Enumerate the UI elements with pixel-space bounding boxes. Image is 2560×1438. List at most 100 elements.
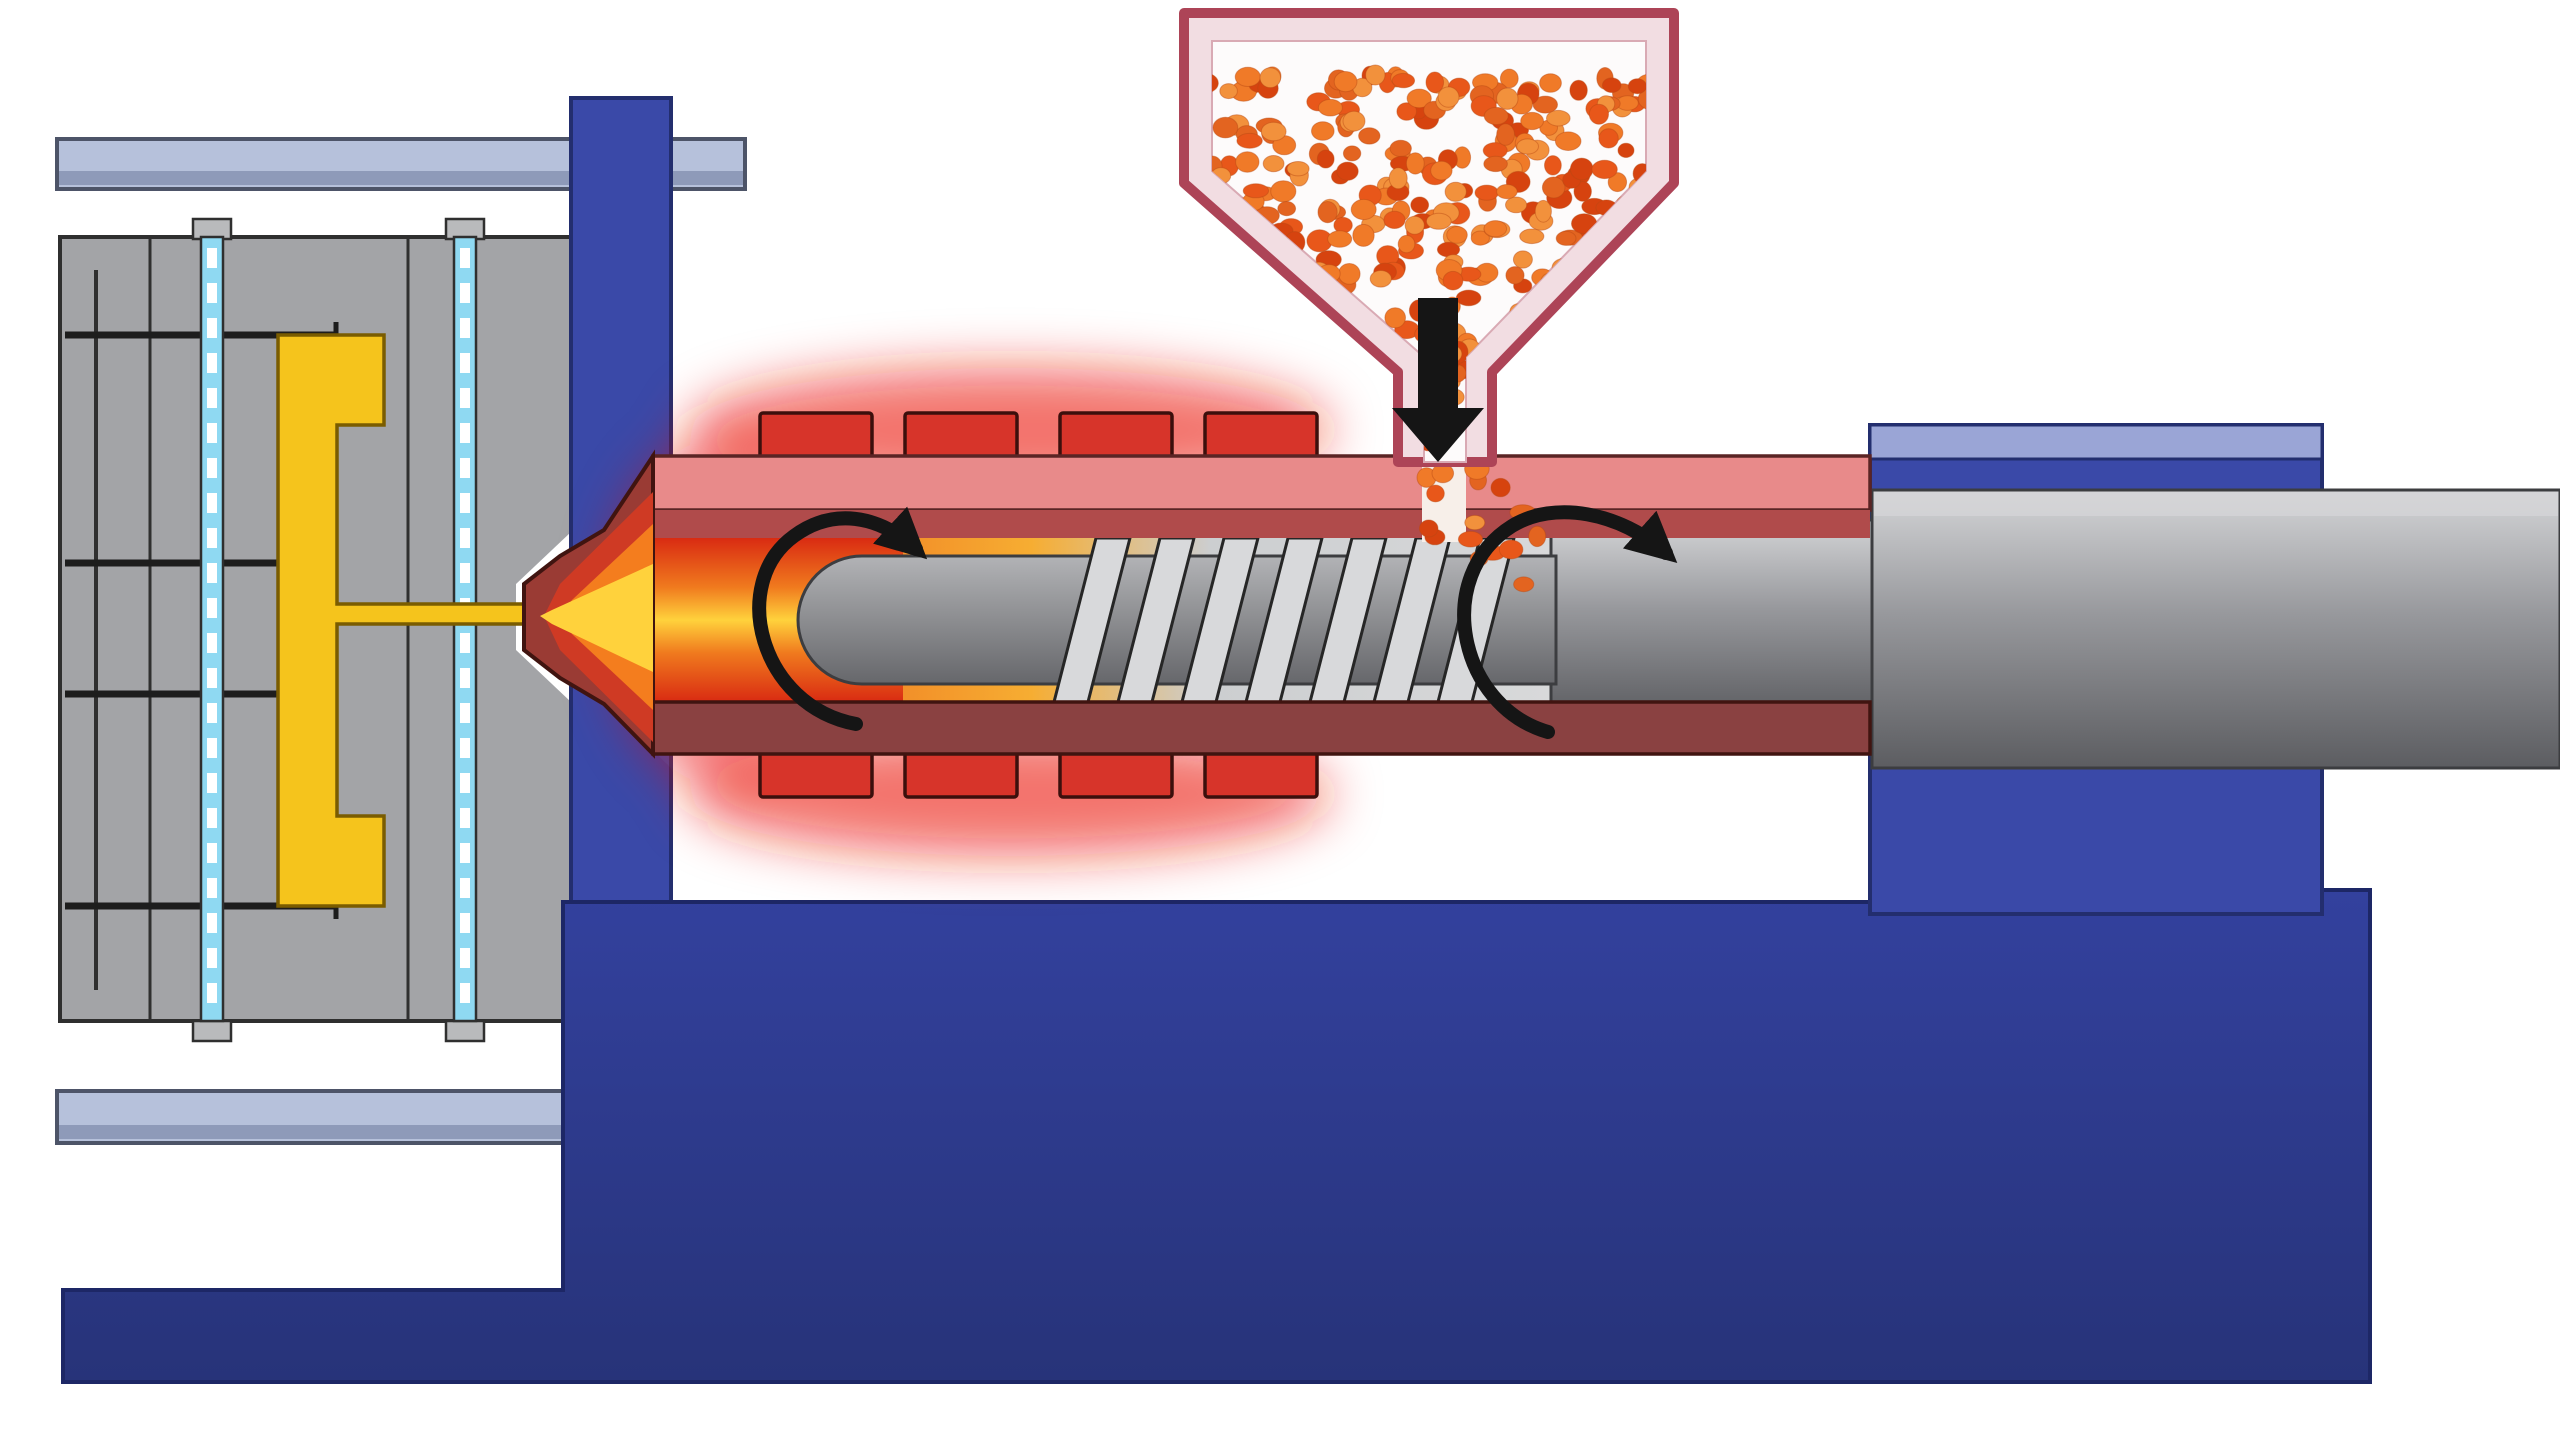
pellet	[1569, 157, 1594, 181]
pellet	[1426, 484, 1445, 503]
pellet	[1260, 121, 1287, 142]
drive-cylinder-highlight	[1874, 492, 2558, 516]
pellet	[1496, 87, 1519, 110]
pellet	[1317, 98, 1343, 117]
pellet	[1627, 78, 1646, 95]
pellet	[1270, 180, 1297, 203]
pellet	[1555, 230, 1577, 246]
pellet	[1512, 250, 1533, 269]
pellet	[1336, 161, 1359, 181]
pellet	[1442, 270, 1464, 291]
pellet	[1516, 138, 1539, 155]
pellet	[1601, 77, 1622, 93]
pellet	[1617, 142, 1635, 158]
pellet	[1212, 116, 1239, 139]
cooling-channel-left	[191, 217, 233, 1043]
nozzle	[522, 449, 655, 759]
pellet	[1242, 183, 1270, 199]
tie-bar-bottom	[55, 1089, 589, 1145]
pellet	[1444, 181, 1467, 202]
pellet	[1236, 132, 1263, 149]
pellet	[1262, 155, 1285, 173]
pellet	[1388, 167, 1408, 190]
pellet	[1483, 155, 1508, 173]
cooling-channel-right	[444, 217, 486, 1043]
feed-arrow-shaft	[1418, 298, 1458, 410]
pellet	[1470, 230, 1490, 246]
pellet	[1474, 184, 1499, 201]
pellet	[1405, 152, 1425, 175]
pellet	[1389, 139, 1412, 158]
channel-bore	[452, 235, 478, 1023]
pellet	[1311, 121, 1335, 141]
pellet	[1397, 234, 1416, 254]
pellet	[1384, 307, 1406, 329]
pellet	[1352, 223, 1375, 247]
pellet	[1396, 102, 1417, 121]
pellet	[1327, 230, 1353, 248]
pellet	[1358, 127, 1381, 145]
pellet	[1406, 88, 1432, 109]
pellet	[1520, 111, 1544, 131]
pellet	[1342, 145, 1362, 162]
pellet	[1391, 72, 1416, 89]
pellet	[1457, 530, 1484, 548]
pellet	[1234, 66, 1261, 88]
drive-housing-top-band	[1868, 423, 2324, 461]
channel-bore	[199, 235, 225, 1023]
pellet	[1490, 477, 1511, 498]
pellet	[1544, 155, 1562, 176]
pellet	[1212, 72, 1219, 94]
heater-band	[903, 411, 1019, 461]
barrel-bottom-wall	[651, 700, 1872, 756]
heater-band	[758, 749, 874, 799]
pellet	[1317, 201, 1338, 224]
rotation-arrow-left	[752, 506, 928, 731]
tie-bar-bottom-shade	[59, 1125, 585, 1139]
pellet	[1333, 71, 1358, 93]
pellet	[1342, 110, 1366, 132]
pellet	[1425, 212, 1452, 230]
pellet	[1554, 131, 1582, 151]
drive-cylinder	[1870, 488, 2560, 770]
heater-band	[1203, 749, 1319, 799]
pellet	[1219, 83, 1238, 100]
mold-block	[58, 217, 573, 1043]
channel-cap	[191, 1019, 233, 1043]
pellet	[1425, 71, 1445, 94]
pellet	[1410, 196, 1430, 214]
heater-bands	[758, 411, 1319, 799]
pellet	[1464, 514, 1486, 531]
heater-band	[1058, 749, 1174, 799]
pellet	[1539, 73, 1562, 93]
pellet	[1235, 151, 1260, 173]
pellet	[1588, 103, 1610, 125]
pellet	[1498, 539, 1524, 560]
pellet	[1505, 196, 1528, 214]
heater-band	[1058, 411, 1174, 461]
pellet	[1437, 86, 1460, 108]
pellet	[1496, 184, 1518, 200]
pellet	[1528, 525, 1547, 548]
pellet	[1277, 201, 1297, 217]
pellet	[1404, 215, 1425, 235]
pellet	[1591, 159, 1618, 180]
pellet	[1338, 263, 1361, 285]
rotation-arrow-right	[1457, 505, 1678, 739]
pellet	[1569, 79, 1588, 101]
pellet	[1286, 161, 1310, 177]
pellet	[1455, 289, 1482, 307]
pellet	[1519, 228, 1545, 245]
pellet	[1483, 106, 1509, 126]
pellet	[1637, 87, 1646, 111]
pellet	[1541, 176, 1566, 199]
pellet	[1499, 68, 1519, 89]
pellet	[1607, 172, 1628, 193]
screw-flights	[1052, 536, 1516, 704]
feed-arrow-head	[1392, 408, 1484, 462]
pellet	[1496, 123, 1515, 146]
feed-arrow	[1392, 298, 1484, 462]
pellet	[1383, 210, 1406, 229]
pellet	[1534, 199, 1552, 223]
